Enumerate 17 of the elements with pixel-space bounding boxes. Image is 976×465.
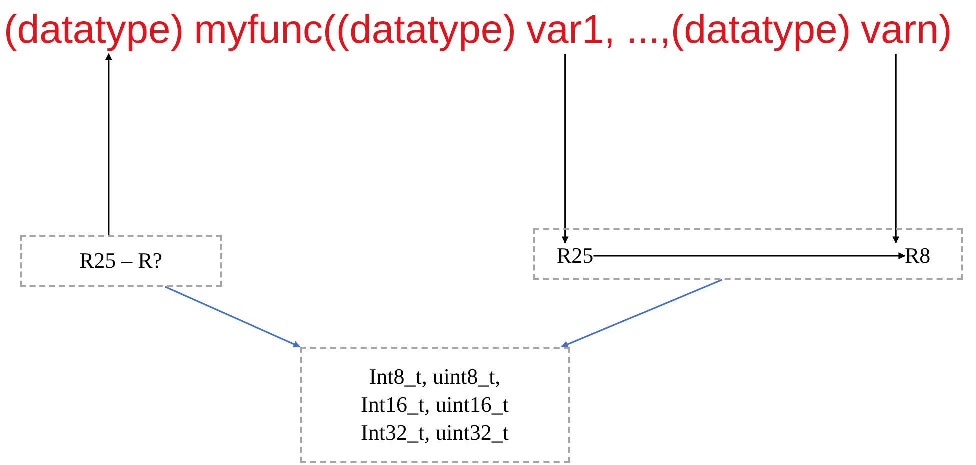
register-label: R25 (557, 243, 594, 269)
arrow (105, 53, 112, 235)
arrow (594, 252, 906, 260)
arrow (165, 286, 301, 348)
code-text: myfunc((datatype) (194, 7, 516, 54)
register-box: R25 – R? (20, 235, 222, 287)
register-box (533, 228, 963, 280)
arrow (561, 279, 722, 348)
register-label: R8 (905, 243, 931, 269)
code-text: var1 (526, 6, 604, 54)
code-text: , ...,(datatype) (604, 7, 852, 54)
code-text: varn (861, 6, 939, 54)
code-text: ) (938, 7, 952, 54)
type-box: Int8_t, uint8_t, Int16_t, uint16_t Int32_t, uint32_t (300, 347, 570, 463)
arrow (562, 54, 569, 244)
arrow (892, 54, 900, 244)
code-text: (datatype) (4, 6, 184, 54)
